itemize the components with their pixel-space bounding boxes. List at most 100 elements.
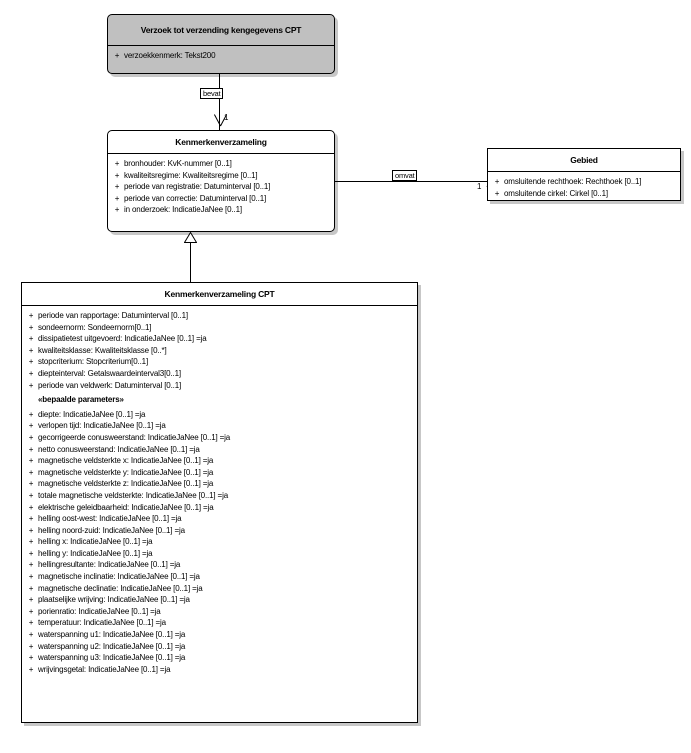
- attribute-visibility: +: [28, 432, 34, 442]
- attribute-visibility: +: [114, 182, 120, 192]
- attribute-row: + plaatselijke wrijving: IndicatieJaNee […: [24, 594, 415, 606]
- attribute-text: netto conusweerstand: IndicatieJaNee [0.…: [38, 444, 200, 454]
- attribute-text: helling noord-zuid: IndicatieJaNee [0..1…: [38, 525, 185, 535]
- attribute-visibility: +: [114, 170, 120, 180]
- attribute-text: periode van correctie: Datuminterval [0.…: [124, 193, 267, 203]
- relation-line-generalization: [190, 243, 191, 282]
- attribute-visibility: +: [28, 514, 34, 524]
- attribute-visibility: +: [28, 334, 34, 344]
- attribute-visibility: +: [28, 311, 34, 320]
- relation-line-bevat: [219, 74, 220, 130]
- attribute-row: + helling x: IndicatieJaNee [0..1] =ja: [24, 536, 415, 548]
- attribute-row: +helling y: IndicatieJaNee [0..1] =ja: [24, 548, 415, 560]
- attribute-visibility: +: [114, 193, 120, 203]
- attribute-text: bronhouder: KvK-nummer [0..1]: [124, 159, 232, 168]
- attribute-text: elektrische geleidbaarheid: IndicatieJaN…: [38, 502, 214, 512]
- attribute-visibility: +: [114, 159, 120, 168]
- attribute-row: + periode van correctie: Datuminterval […: [110, 193, 332, 205]
- attribute-row: +sondeernorm: Sondeernorm[0..1]: [24, 322, 415, 334]
- attribute-text: periode van rapportage: Datuminterval [0…: [38, 311, 188, 320]
- attribute-visibility: +: [494, 177, 500, 186]
- class-box-kenmerkenverzameling[interactable]: Kenmerkenverzameling + bronhouder: KvK-n…: [107, 130, 335, 232]
- attribute-visibility: +: [28, 548, 34, 558]
- attribute-row: + magnetische declinatie: IndicatieJaNee …: [24, 583, 415, 595]
- attribute-row: + omsluitende rechthoek: Rechthoek [0..1…: [490, 176, 678, 188]
- multiplicity-bevat-target: 1: [224, 113, 229, 122]
- attribute-text: «bepaalde parameters»: [38, 395, 124, 405]
- attribute-visibility: +: [28, 664, 34, 674]
- attribute-row: +diepte: IndicatieJaNee [0..1] =ja: [24, 409, 415, 421]
- relation-label-omvat: omvat: [392, 170, 418, 181]
- attribute-visibility: +: [28, 537, 34, 547]
- attribute-text: magnetische veldsterkte y: IndicatieJaNe…: [38, 467, 214, 477]
- attribute-visibility: +: [28, 583, 34, 593]
- attribute-text: periode van veldwerk: Datuminterval [0..…: [38, 380, 182, 390]
- class-title-gebied: Gebied: [488, 149, 680, 172]
- attribute-visibility: +: [114, 205, 120, 215]
- attribute-visibility: +: [28, 456, 34, 466]
- attribute-text: waterspanning u1: IndicatieJaNee [0..1] …: [38, 630, 186, 640]
- attribute-row: + diepteinterval: Getalswaardeinterval3[0…: [24, 368, 415, 380]
- attribute-visibility: +: [28, 368, 34, 378]
- attribute-visibility: +: [494, 188, 500, 198]
- attribute-row: +gecorrigeerde conusweerstand: Indicatie…: [24, 432, 415, 444]
- class-attributes-kenmerkenverzameling-cpt: + periode van rapportage: Datuminterval […: [22, 306, 417, 679]
- class-title-kenmerkenverzameling: Kenmerkenverzameling: [108, 131, 334, 154]
- attribute-visibility: +: [28, 357, 34, 367]
- class-title-verzoek: Verzoek tot verzending kengegevens CPT: [108, 15, 334, 46]
- class-box-verzoek-tot-verzending-kengegevens-cpt[interactable]: Verzoek tot verzending kengegevens CPT +…: [107, 14, 335, 74]
- attribute-text: temperatuur: IndicatieJaNee [0..1] =ja: [38, 618, 166, 628]
- attribute-text: kwaliteitsklasse: Kwaliteitsklasse [0..*…: [38, 345, 167, 355]
- attribute-row: +temperatuur: IndicatieJaNee [0..1] =ja: [24, 617, 415, 629]
- attribute-text: waterspanning u3: IndicatieJaNee [0..1] …: [38, 653, 186, 663]
- attribute-row: + waterspanning u3: IndicatieJaNee [0..1]…: [24, 652, 415, 664]
- attribute-text: magnetische declinatie: IndicatieJaNee […: [38, 583, 203, 593]
- attribute-row: +magnetische veldsterkte x: IndicatieJaN…: [24, 455, 415, 467]
- attribute-row: +stopcriterium: Stopcriterium[0..1]: [24, 356, 415, 368]
- attribute-visibility: +: [28, 479, 34, 489]
- attribute-row: + bronhouder: KvK-nummer [0..1]: [110, 158, 332, 170]
- attribute-visibility: +: [28, 572, 34, 582]
- attribute-row: + wrijvingsgetal: IndicatieJaNee [0..1] =…: [24, 664, 415, 676]
- attribute-row: + periode van registratie: Datuminterval…: [110, 181, 332, 193]
- attribute-text: magnetische inclinatie: IndicatieJaNee […: [38, 572, 200, 582]
- attribute-text: sondeernorm: Sondeernorm[0..1]: [38, 322, 152, 332]
- attribute-row: +totale magnetische veldsterkte: Indicat…: [24, 490, 415, 502]
- attribute-row: + magnetische veldsterkte z: IndicatieJaN…: [24, 478, 415, 490]
- attribute-text: wrijvingsgetal: IndicatieJaNee [0..1] =j…: [38, 664, 171, 674]
- class-title-kenmerkenverzameling-cpt: Kenmerkenverzameling CPT: [22, 283, 417, 306]
- attribute-row: +kwaliteitsklasse: Kwaliteitsklasse [0..…: [24, 345, 415, 357]
- attribute-row: + porienratio: IndicatieJaNee [0..1] =ja: [24, 606, 415, 618]
- attribute-visibility: +: [28, 606, 34, 616]
- attribute-text: omsluitende cirkel: Cirkel [0..1]: [504, 188, 608, 198]
- attribute-text: helling x: IndicatieJaNee [0..1] =ja: [38, 537, 153, 547]
- attribute-text: diepte: IndicatieJaNee [0..1] =ja: [38, 409, 146, 419]
- attribute-row: + dissipatietest uitgevoerd: IndicatieJaN…: [24, 333, 415, 345]
- attribute-row: + in onderzoek: IndicatieJaNee [0..1]: [110, 204, 332, 216]
- attribute-text: diepteinterval: Getalswaardeinterval3[0.…: [38, 368, 181, 378]
- attribute-visibility: +: [28, 380, 34, 390]
- attribute-text: verzoekkenmerk: Tekst200: [124, 51, 216, 60]
- class-box-kenmerkenverzameling-cpt[interactable]: Kenmerkenverzameling CPT + periode van ra…: [21, 282, 418, 723]
- attribute-text: helling oost-west: IndicatieJaNee [0..1]…: [38, 514, 182, 524]
- class-attributes-gebied: + omsluitende rechthoek: Rechthoek [0..1…: [488, 172, 680, 203]
- arrowhead-hollow-triangle-generalization: [184, 232, 197, 243]
- class-attributes-kenmerkenverzameling: + bronhouder: KvK-nummer [0..1] + kwalit…: [108, 154, 334, 220]
- attribute-text: porienratio: IndicatieJaNee [0..1] =ja: [38, 606, 161, 616]
- relation-line-omvat: [335, 181, 487, 182]
- attribute-text: kwaliteitsregime: Kwaliteitsregime [0..1…: [124, 170, 258, 180]
- attribute-visibility: +: [28, 595, 34, 605]
- attribute-visibility: +: [28, 467, 34, 477]
- attribute-text: dissipatietest uitgevoerd: IndicatieJaNe…: [38, 334, 207, 344]
- attribute-text: magnetische veldsterkte z: IndicatieJaNe…: [38, 479, 214, 489]
- attribute-text: plaatselijke wrijving: IndicatieJaNee [0…: [38, 595, 190, 605]
- attribute-visibility: +: [28, 653, 34, 663]
- relation-label-bevat: bevat: [200, 88, 224, 99]
- class-box-gebied[interactable]: Gebied + omsluitende rechthoek: Rechthoe…: [487, 148, 681, 201]
- attribute-row: +verlopen tijd: IndicatieJaNee [0..1] =j…: [24, 420, 415, 432]
- attribute-visibility: +: [28, 444, 34, 454]
- attribute-row: + netto conusweerstand: IndicatieJaNee [0…: [24, 444, 415, 456]
- attribute-row: + magnetische inclinatie: IndicatieJaNee …: [24, 571, 415, 583]
- attribute-visibility: +: [28, 560, 34, 570]
- attribute-text: verlopen tijd: IndicatieJaNee [0..1] =ja: [38, 421, 166, 431]
